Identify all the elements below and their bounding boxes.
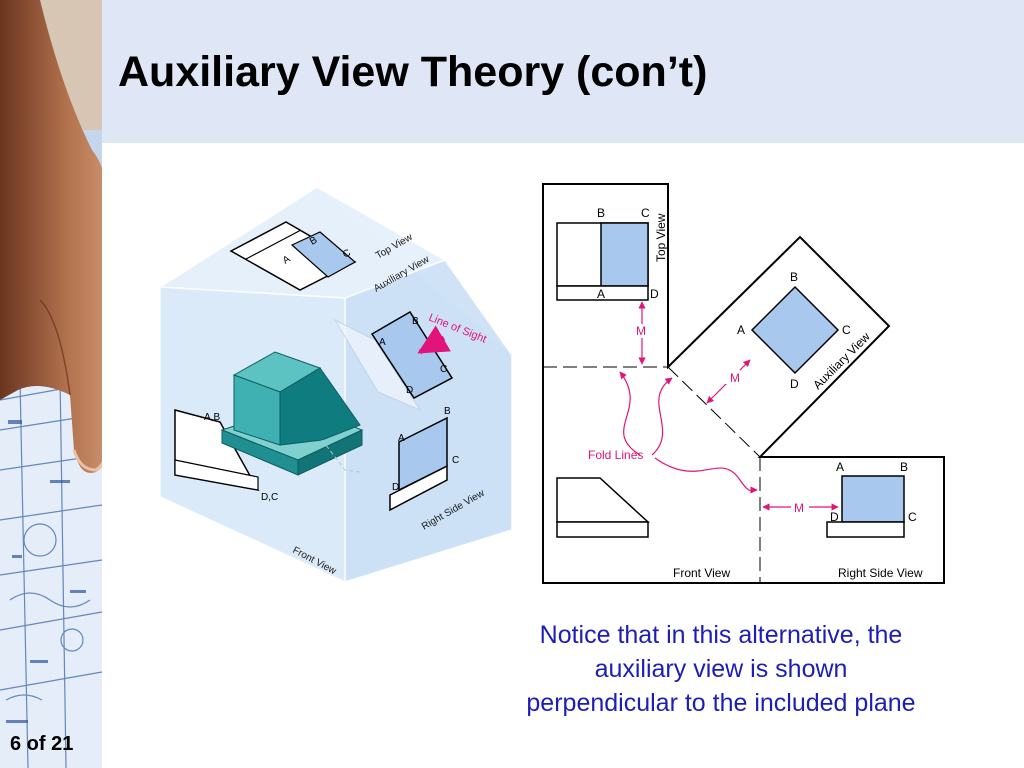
ortho-right-side-view-label: Right Side View	[838, 566, 923, 580]
ortho-top-view-label: Top View	[654, 213, 668, 262]
fold-lines-label: Fold Lines	[588, 448, 643, 462]
svg-text:A: A	[281, 254, 293, 267]
svg-text:C: C	[440, 364, 447, 375]
svg-text:C: C	[341, 247, 353, 260]
note-line: perpendicular to the included plane	[526, 689, 916, 717]
svg-text:D: D	[650, 287, 659, 301]
orthographic-drawing: B C A D Top View B A C D Auxiliary View …	[542, 183, 945, 584]
pictorial-right-side-view: A B C D	[389, 406, 459, 512]
svg-text:A: A	[597, 287, 605, 301]
pictorial-top-view: A B C	[229, 221, 357, 291]
m-dimension-top: M	[636, 324, 646, 338]
pictorial-auxiliary-view: A B C D	[370, 310, 454, 399]
hand-blueprint-image	[0, 0, 102, 768]
title-band	[102, 0, 1024, 143]
ortho-auxiliary-view: B A C D	[737, 270, 851, 391]
svg-text:B: B	[790, 270, 798, 284]
svg-text:A: A	[737, 323, 745, 337]
slide-title: Auxiliary View Theory (con’t)	[118, 48, 708, 96]
pictorial-front-view: A,B D,C	[174, 409, 278, 503]
glass-box-pictorial: A B C Top View Auxiliary View A B C D Li…	[159, 186, 513, 583]
ortho-front-view	[556, 477, 650, 538]
pictorial-object	[220, 351, 364, 476]
svg-text:D: D	[830, 510, 839, 524]
svg-text:B: B	[900, 460, 908, 474]
svg-text:C: C	[842, 323, 851, 337]
svg-text:C: C	[452, 455, 459, 466]
svg-text:D: D	[790, 377, 799, 391]
ortho-right-side-view: A B D C	[826, 460, 917, 538]
ortho-top-view: B C A D	[556, 206, 659, 301]
svg-text:B: B	[412, 316, 419, 327]
line-of-sight-arrow	[417, 325, 451, 355]
svg-text:B: B	[308, 235, 320, 248]
svg-text:A: A	[836, 460, 844, 474]
svg-text:D: D	[392, 482, 399, 493]
svg-text:C: C	[908, 510, 917, 524]
svg-text:A,B: A,B	[204, 412, 220, 423]
svg-text:B: B	[597, 206, 605, 220]
explanation-note: Notice that in this alternative, the aux…	[478, 618, 964, 720]
svg-text:A: A	[379, 337, 386, 348]
page-number: 6 of 21	[10, 733, 74, 755]
svg-text:A: A	[398, 433, 405, 444]
note-line: auxiliary view is shown	[594, 655, 848, 683]
svg-text:D,C: D,C	[261, 492, 278, 503]
svg-text:C: C	[641, 206, 650, 220]
note-line: Notice that in this alternative, the	[539, 621, 903, 649]
svg-text:B: B	[444, 406, 451, 417]
svg-text:D: D	[406, 385, 413, 396]
m-dimension-side: M	[794, 501, 804, 515]
ortho-front-view-label: Front View	[673, 566, 730, 580]
m-dimension-aux: M	[730, 371, 740, 385]
